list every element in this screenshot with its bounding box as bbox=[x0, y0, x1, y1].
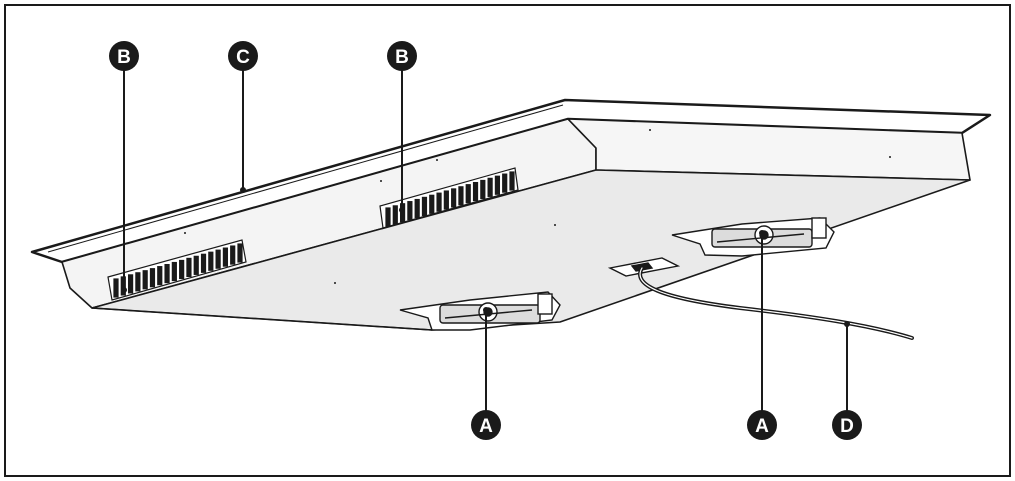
vent-slot bbox=[472, 181, 479, 202]
callout-b-mid: B bbox=[387, 41, 417, 71]
vent-slot bbox=[494, 175, 501, 195]
diagram-frame bbox=[4, 4, 1011, 477]
vent-slot bbox=[421, 196, 428, 217]
vent-slot bbox=[451, 188, 457, 208]
vent-slot bbox=[222, 247, 229, 267]
svg-text:B: B bbox=[117, 47, 131, 68]
callout-b-left: B bbox=[109, 41, 139, 71]
cable-entry bbox=[607, 257, 681, 277]
vent-slot bbox=[157, 266, 163, 286]
fan-unit-left bbox=[399, 291, 561, 331]
vent-slot bbox=[179, 259, 185, 280]
svg-text:D: D bbox=[840, 416, 854, 437]
vent-slot bbox=[509, 171, 515, 191]
vent-slot bbox=[407, 201, 413, 221]
vent-slot bbox=[135, 272, 141, 292]
vent-slot bbox=[436, 192, 442, 212]
vent-slot bbox=[429, 194, 435, 214]
vent-slot bbox=[487, 177, 493, 197]
vent-slot bbox=[149, 268, 156, 288]
vent-slot bbox=[502, 173, 508, 193]
vent-slot bbox=[215, 249, 221, 269]
vent-slot bbox=[385, 207, 391, 227]
leader-lines bbox=[123, 70, 848, 415]
callout-a-right: A bbox=[747, 410, 777, 440]
vent-slot bbox=[392, 205, 398, 225]
vent-slot bbox=[414, 198, 420, 219]
ventilation-slots-mid bbox=[379, 167, 519, 229]
vent-slot bbox=[465, 184, 471, 204]
surface-dots bbox=[184, 129, 891, 284]
vent-slot bbox=[171, 261, 177, 282]
callout-a-left: A bbox=[471, 410, 501, 440]
svg-text:C: C bbox=[236, 47, 250, 68]
vent-slot bbox=[113, 278, 119, 298]
vent-slot bbox=[443, 190, 449, 210]
vent-slot bbox=[230, 245, 236, 265]
vent-slot bbox=[186, 257, 192, 278]
vent-slot bbox=[142, 270, 148, 290]
vent-slot bbox=[164, 263, 170, 284]
vent-slot bbox=[458, 186, 464, 206]
vent-slot bbox=[200, 253, 207, 273]
vent-slot bbox=[193, 255, 199, 275]
vent-slot bbox=[208, 251, 214, 271]
svg-text:A: A bbox=[479, 416, 493, 437]
vent-slot bbox=[480, 179, 486, 200]
leader-end-dots bbox=[121, 187, 850, 327]
vent-slot bbox=[237, 243, 243, 263]
vent-slot bbox=[127, 274, 134, 294]
svg-text:B: B bbox=[395, 47, 409, 68]
callout-c-top: C bbox=[228, 41, 258, 71]
svg-text:A: A bbox=[755, 416, 769, 437]
callout-d-cable: D bbox=[832, 410, 862, 440]
